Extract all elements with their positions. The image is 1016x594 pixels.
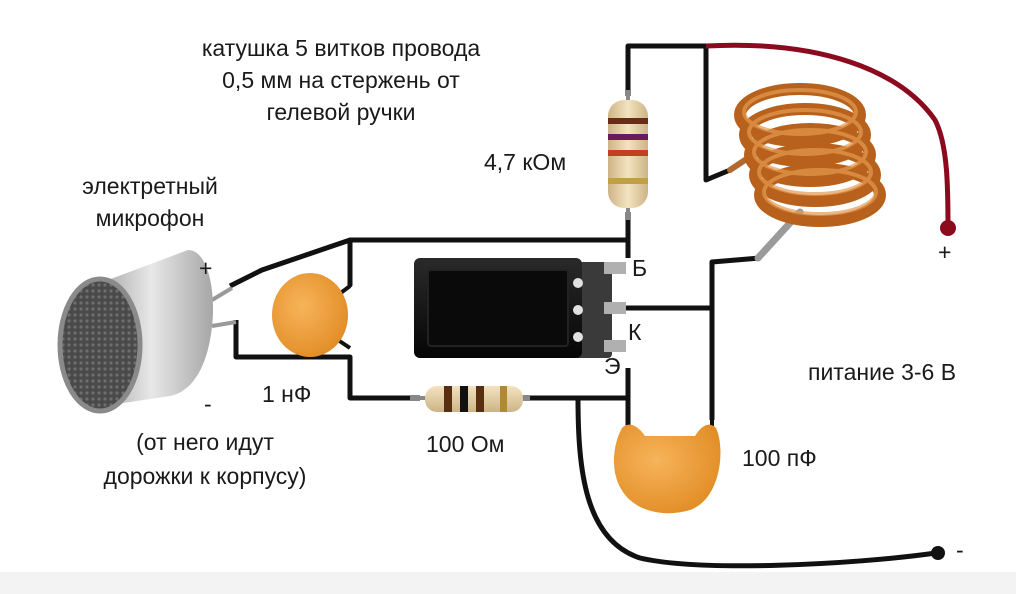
- coil-note: катушка 5 витков провода 0,5 мм на стерж…: [146, 34, 536, 126]
- bottom-strip: [0, 572, 1016, 594]
- wire-positive: [705, 42, 951, 229]
- cap-100pf-label: 100 пФ: [742, 445, 817, 471]
- mic-note-line-2: дорожки к корпусу): [103, 463, 307, 489]
- mic-title-line-2: микрофон: [95, 205, 205, 231]
- microphone-mesh: [57, 276, 143, 414]
- mic-title-line-1: электретный: [82, 173, 218, 199]
- coil-note-line-2: 0,5 мм на стержень от: [222, 67, 460, 93]
- pin-e-label: Э: [604, 353, 621, 379]
- resistor-100-label: 100 Ом: [426, 431, 505, 457]
- wire-coil-bottom: [709, 255, 761, 420]
- coil: [727, 83, 886, 262]
- coil-note-line-1: катушка 5 витков провода: [201, 35, 481, 61]
- wire-ground: [575, 397, 937, 569]
- mic-title: электретный микрофон: [40, 172, 260, 232]
- wire-mic-plus: [228, 237, 351, 289]
- transistor: [414, 258, 626, 358]
- microphone: [57, 250, 237, 414]
- cap-1nf-label: 1 нФ: [262, 381, 312, 407]
- capacitor-1nf: [272, 273, 352, 357]
- mic-plus-label: +: [199, 255, 213, 281]
- terminal-positive: [940, 220, 956, 236]
- wire-mic-minus: [233, 320, 420, 401]
- power-minus-label: -: [956, 537, 964, 563]
- resistor-4-7-kohm: [608, 90, 648, 220]
- pin-b-label: Б: [632, 255, 648, 281]
- wire-base-bus: [347, 237, 631, 288]
- power-label: питание 3-6 В: [808, 359, 957, 385]
- resistor-47k-label: 4,7 кОм: [484, 149, 567, 175]
- mic-note: (от него идут дорожки к корпусу): [50, 428, 360, 490]
- terminal-negative: [931, 546, 945, 560]
- power-plus-label: +: [938, 239, 952, 265]
- mic-minus-label: -: [204, 391, 212, 417]
- coil-note-line-3: гелевой ручки: [266, 99, 416, 125]
- capacitor-100pf: [613, 405, 721, 514]
- resistor-100-ohm: [410, 386, 530, 412]
- mic-note-line-1: (от него идут: [136, 429, 274, 455]
- pin-k-label: К: [628, 319, 642, 345]
